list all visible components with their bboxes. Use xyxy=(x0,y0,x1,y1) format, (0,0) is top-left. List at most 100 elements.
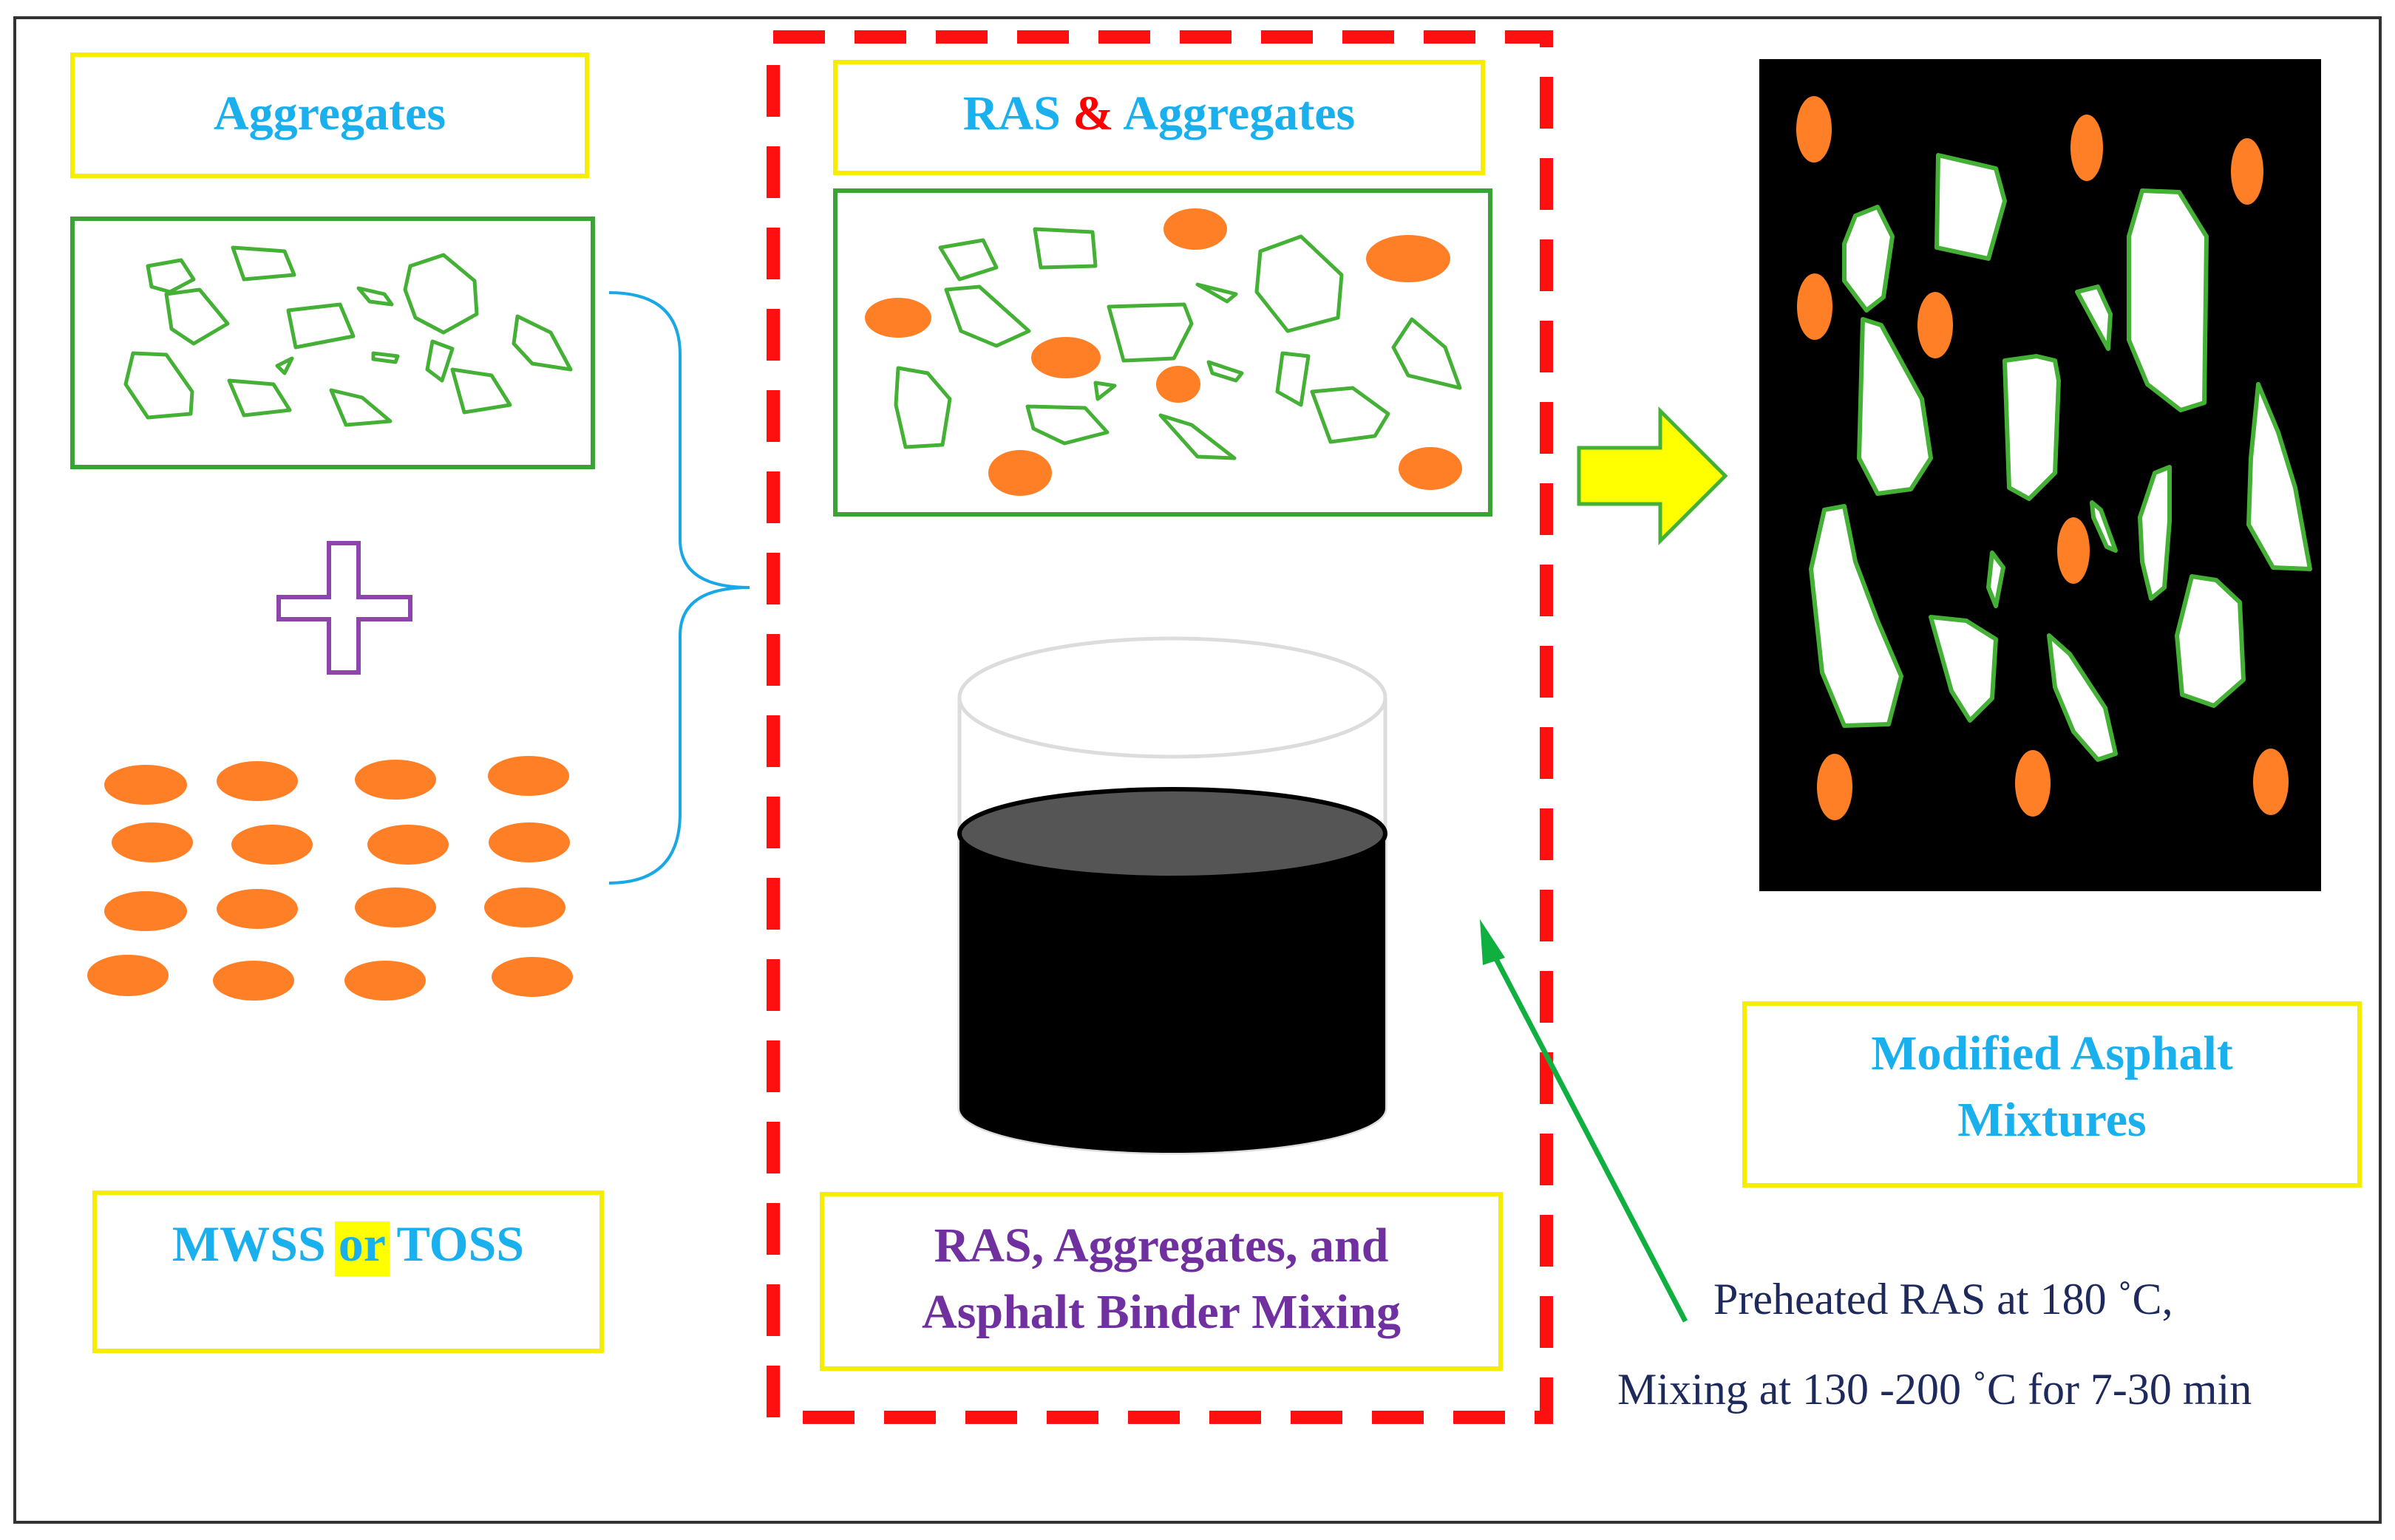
orange-particle xyxy=(484,887,565,927)
yellow-arrow-icon xyxy=(1577,406,1728,546)
condition-line2: Mixing at 130 -200 ˚C for 7-30 min xyxy=(1617,1365,2252,1414)
or-highlight xyxy=(335,1222,390,1276)
orange-particle xyxy=(488,756,569,796)
orange-particle xyxy=(1796,96,1832,163)
aggregate-stone xyxy=(2138,465,2172,601)
aggregate-stone xyxy=(1158,413,1237,460)
orange-particle xyxy=(1917,292,1953,358)
aggregate-stone xyxy=(356,286,394,307)
mwss-toss-label: MWSS or TOSS xyxy=(172,1216,524,1272)
aggregate-stones xyxy=(894,227,1462,460)
yellow-label-frame xyxy=(820,1192,1503,1371)
aggregate-stone xyxy=(894,366,952,449)
aggregate-stone xyxy=(123,351,194,420)
aggregate-stone xyxy=(2127,188,2209,412)
aggregates-panel xyxy=(70,217,595,469)
orange-particle xyxy=(213,961,294,1001)
aggregate-stone xyxy=(1929,615,1998,723)
orange-particle xyxy=(2057,517,2090,584)
orange-particle xyxy=(1156,366,1200,403)
aggregate-stone xyxy=(2246,382,2312,571)
aggregate-stone xyxy=(1025,404,1110,446)
orange-particle xyxy=(1031,337,1101,378)
ras-text: RAS xyxy=(963,86,1061,140)
green-panel-frame xyxy=(70,217,595,469)
ras-aggregates-label: RAS & Aggregates xyxy=(963,86,1355,140)
yellow-label-frame xyxy=(833,60,1485,175)
aggregate-stone xyxy=(2090,500,2118,553)
aggregates-text: Aggregates xyxy=(1123,86,1355,140)
orange-particle xyxy=(1399,447,1462,490)
orange-particle xyxy=(87,955,169,996)
mwss-toss-particles xyxy=(87,756,573,1001)
orange-particle xyxy=(231,825,313,865)
modified-label-line1: Modified Asphalt xyxy=(1871,1026,2233,1080)
condition-arrow xyxy=(1480,919,1688,1323)
orange-particle xyxy=(344,961,426,1001)
aggregate-stone xyxy=(1986,551,2005,608)
orange-particle xyxy=(104,891,187,931)
aggregate-stone xyxy=(2002,354,2061,501)
aggregate-stone xyxy=(450,367,512,415)
aggregate-stone xyxy=(425,339,455,383)
aggregate-stone xyxy=(1254,234,1344,333)
orange-particle xyxy=(2253,749,2289,815)
process-arrow xyxy=(1577,406,1728,546)
modified-label-line2: Mixtures xyxy=(1957,1093,2146,1147)
aggregate-stone xyxy=(329,388,393,427)
aggregate-stone xyxy=(403,253,479,335)
orange-particle xyxy=(865,298,931,338)
ras-particles xyxy=(865,208,1462,496)
aggregate-stone xyxy=(227,378,292,418)
yellow-label-frame xyxy=(1742,1001,2362,1188)
plus-icon xyxy=(276,541,412,675)
orange-particle xyxy=(1163,208,1227,250)
aggregate-stone xyxy=(512,314,573,372)
aggregate-stone xyxy=(1391,317,1462,390)
aggregate-stone xyxy=(2047,633,2118,762)
orange-particle xyxy=(2231,138,2263,205)
mixing-label-line1: RAS, Aggregates, and xyxy=(934,1219,1389,1272)
mixture-aggregates xyxy=(1809,153,2312,762)
aggregate-stone xyxy=(1195,282,1238,304)
aggregate-stone xyxy=(286,302,356,350)
aggregate-stone xyxy=(164,287,230,346)
aggregate-stone xyxy=(1842,205,1895,313)
toss-text: TOSS xyxy=(396,1216,524,1272)
aggregate-stones xyxy=(123,245,573,427)
or-text: or xyxy=(339,1216,385,1272)
mixing-label-box: RAS, Aggregates, and Asphalt Binder Mixi… xyxy=(820,1192,1503,1371)
orange-particle xyxy=(367,825,449,865)
orange-particle xyxy=(104,765,187,805)
orange-particle xyxy=(489,822,570,862)
aggregate-stone xyxy=(944,285,1031,348)
aggregate-stone xyxy=(1310,386,1390,444)
orange-particle xyxy=(217,761,298,801)
asphalt-binder-surface xyxy=(957,787,1387,880)
ras-aggregates-label-box: RAS & Aggregates xyxy=(833,60,1485,175)
aggregate-stone xyxy=(1934,153,2007,261)
aggregate-stone xyxy=(1809,504,1903,728)
orange-particle xyxy=(988,450,1052,496)
orange-particle xyxy=(492,957,573,997)
aggregate-stone xyxy=(1033,227,1098,270)
aggregate-stone xyxy=(231,245,296,282)
modified-mixtures-label-box: Modified Asphalt Mixtures xyxy=(1742,1001,2362,1188)
aggregates-label: Aggregates xyxy=(214,86,446,140)
orange-particle xyxy=(217,889,298,929)
modified-mixture-panel xyxy=(1759,59,2321,891)
mwss-text: MWSS xyxy=(172,1216,326,1272)
orange-particle xyxy=(1797,273,1832,340)
ampersand-text: & xyxy=(1073,86,1113,140)
ras-aggregates-panel xyxy=(833,188,1492,517)
orange-particle xyxy=(2015,750,2051,817)
aggregate-stone xyxy=(1275,351,1311,407)
aggregate-stone xyxy=(1093,381,1117,401)
beaker-rim xyxy=(957,636,1387,759)
asphalt-binder-beaker xyxy=(957,636,1387,1155)
grouping-bracket xyxy=(608,291,750,885)
mixing-label-line2: Asphalt Binder Mixing xyxy=(922,1285,1401,1339)
aggregate-stone xyxy=(371,351,400,364)
orange-particle xyxy=(2070,115,2103,181)
